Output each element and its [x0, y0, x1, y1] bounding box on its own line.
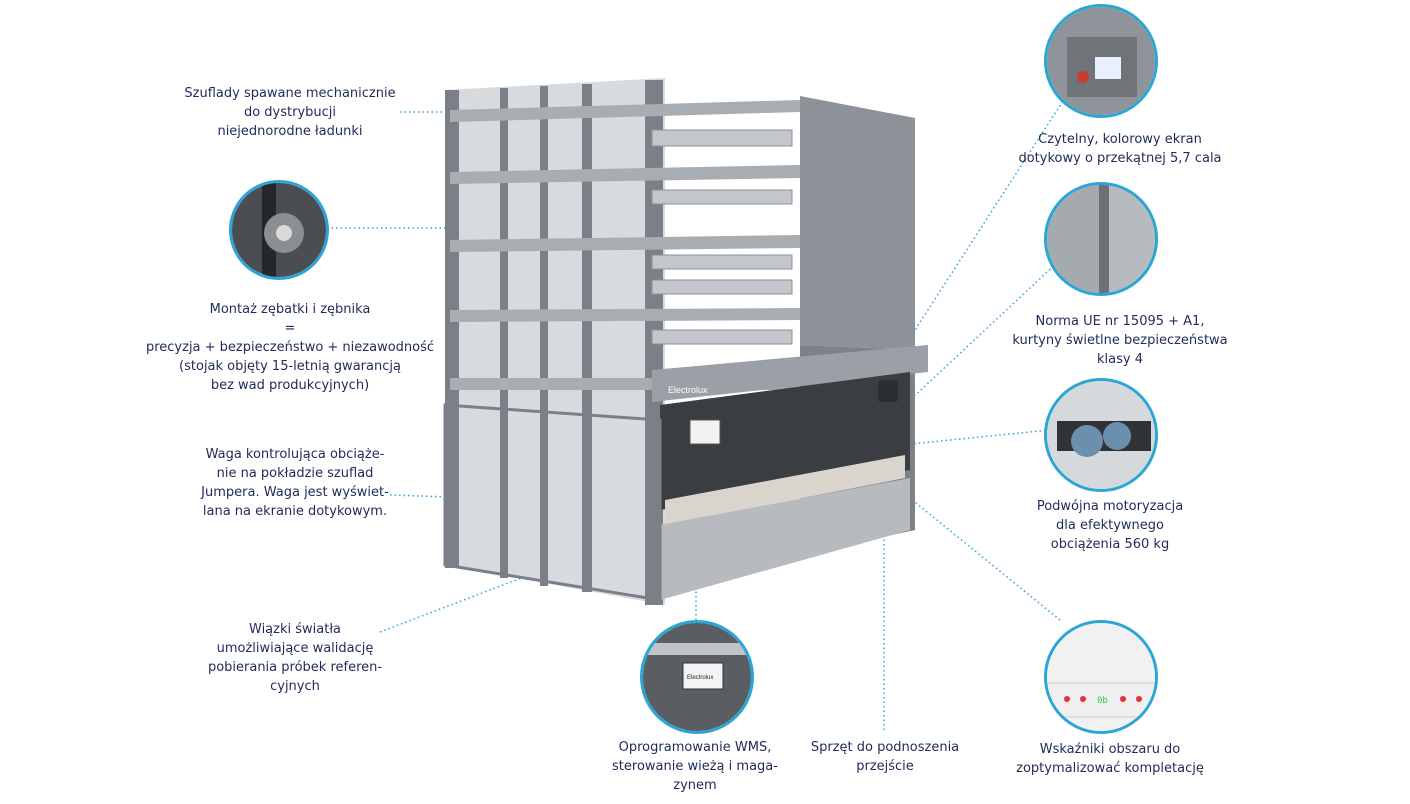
label-line: Podwójna motoryzacja — [1036, 499, 1184, 514]
label-line: nie na pokładzie szuflad — [216, 466, 374, 481]
label-line: dotykowy o przekątnej 5,7 cala — [1018, 151, 1222, 166]
label-line: kurtyny świetlne bezpieczeństwa — [1012, 333, 1228, 348]
label-line: sterowanie wieżą i maga- — [612, 759, 778, 774]
wms-brand-logo: Electrolux — [687, 675, 713, 681]
label-line: lana na ekranie dotykowym. — [202, 504, 388, 519]
label-drawers: Szuflady spawane mechanicznie do dystryb… — [180, 84, 400, 141]
label-line: Jumpera. Waga jest wyświet- — [201, 485, 389, 500]
label-line: (stojak objęty 15-letnią gwarancją — [179, 359, 401, 374]
label-line: Czytelny, kolorowy ekran — [1038, 132, 1202, 147]
wms-detail-circle: Electrolux — [640, 620, 754, 734]
label-line: pobierania próbek referen- — [207, 660, 383, 675]
label-line: Waga kontrolująca obciąże- — [205, 447, 385, 462]
rack-pinion-detail-circle — [229, 180, 329, 280]
label-line: Montaż zębatki i zębnika — [209, 302, 371, 317]
label-line: Norma UE nr 15095 + A1, — [1035, 314, 1205, 329]
label-light-beams: Wiązki światła umożliwiające walidację p… — [180, 620, 410, 696]
label-indicators: Wskaźniki obszaru do zoptymalizować komp… — [1000, 740, 1220, 778]
label-line: obciążenia 560 kg — [1050, 537, 1170, 552]
label-line: Sprzęt do podnoszenia — [810, 740, 960, 755]
label-rack-pinion: Montaż zębatki i zębnika = precyzja + be… — [140, 300, 440, 395]
label-line: Wskaźniki obszaru do — [1039, 742, 1181, 757]
dual-motor-detail-circle — [1044, 378, 1158, 492]
label-touch-screen: Czytelny, kolorowy ekran dotykowy o prze… — [1000, 130, 1240, 168]
label-line: niejednorodne ładunki — [217, 124, 363, 139]
indicator-panel-detail-circle: 0b — [1044, 620, 1158, 734]
label-line: zoptymalizować kompletację — [1016, 761, 1204, 776]
label-line: zynem — [673, 778, 717, 793]
label-line: do dystrybucji — [243, 105, 337, 120]
label-line: dla efektywnego — [1056, 518, 1164, 533]
label-line: cyjnych — [270, 679, 320, 694]
label-line: precyzja + bezpieczeństwo + niezawodność — [145, 340, 435, 355]
label-safety-curtain: Norma UE nr 15095 + A1, kurtyny świetlne… — [990, 312, 1250, 369]
label-line: Oprogramowanie WMS, — [618, 740, 772, 755]
label-wms: Oprogramowanie WMS, sterowanie wieżą i m… — [585, 738, 805, 795]
label-line: bez wad produkcyjnych) — [210, 378, 370, 393]
label-line: = — [284, 321, 296, 336]
label-line: przejście — [856, 759, 914, 774]
label-line: Szuflady spawane mechanicznie — [184, 86, 396, 101]
panel-display: 0b — [1097, 696, 1108, 706]
label-line: Wiązki światła — [249, 622, 341, 637]
label-lifting: Sprzęt do podnoszenia przejście — [800, 738, 970, 776]
safety-curtain-detail-circle — [1044, 182, 1158, 296]
label-line: umożliwiające walidację — [216, 641, 374, 656]
label-scale: Waga kontrolująca obciąże- nie na pokład… — [180, 445, 410, 521]
touch-screen-detail-circle — [1044, 4, 1158, 118]
label-dual-motor: Podwójna motoryzacja dla efektywnego obc… — [1010, 497, 1210, 554]
label-line: klasy 4 — [1097, 352, 1143, 367]
brand-logo: Electrolux — [668, 385, 708, 395]
